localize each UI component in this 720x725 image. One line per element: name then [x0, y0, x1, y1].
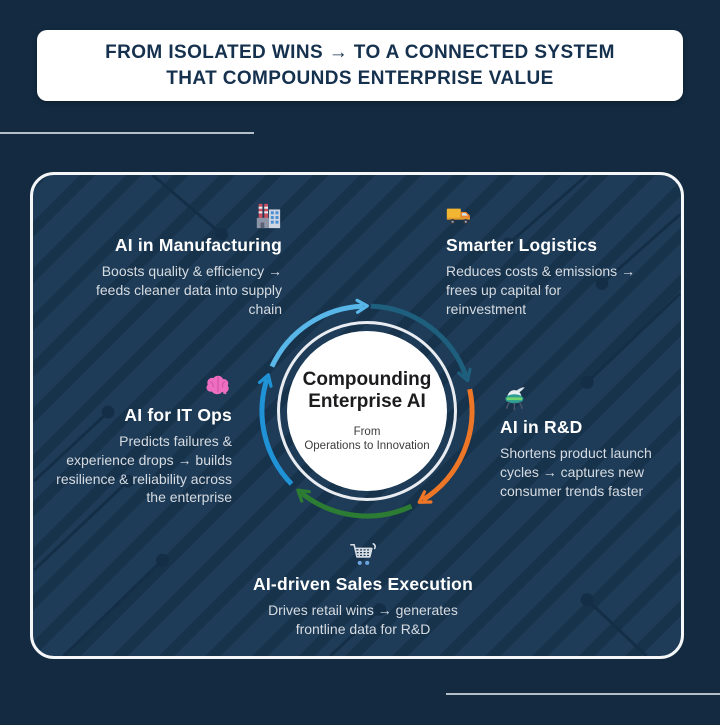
- arc-orange: [417, 388, 475, 504]
- hub-subtitle: From Operations to Innovation: [304, 426, 430, 452]
- top-left-divider-line: [0, 132, 254, 134]
- brain-icon: [206, 375, 229, 395]
- section-ai-for-it-ops: AI for IT Ops Predicts failures & experi…: [48, 372, 232, 507]
- section-ai-in-manufacturing: AI in Manufacturing Boosts quality & eff…: [58, 202, 282, 318]
- shopping-cart-icon: [350, 543, 376, 565]
- section-ai-in-rnd: AI in R&D Shortens product launch cycles…: [500, 384, 676, 500]
- section-title: AI for IT Ops: [124, 405, 232, 425]
- cycle-arrows: [257, 298, 475, 519]
- arc-blue: [257, 373, 294, 486]
- page-title: FROM ISOLATED WINS → TO A CONNECTED SYST…: [105, 41, 615, 89]
- hub-outer-ring: [277, 321, 457, 501]
- section-title: AI-driven Sales Execution: [253, 574, 473, 594]
- section-title: AI in R&D: [500, 417, 583, 437]
- arc-light-blue: [269, 298, 369, 368]
- section-description: Reduces costs & emissions → frees up cap…: [446, 263, 636, 317]
- arc-green: [296, 488, 413, 519]
- truck-icon: [446, 208, 470, 225]
- section-description: Boosts quality & efficiency → feeds clea…: [95, 263, 282, 317]
- hub-title: Compounding Enterprise AI: [302, 369, 432, 412]
- bottom-right-divider-line: [446, 693, 720, 695]
- section-title: AI in Manufacturing: [114, 235, 282, 255]
- section-ai-driven-sales-execution: AI-driven Sales Execution Drives retail …: [233, 541, 493, 639]
- section-description: Shortens product launch cycles → capture…: [500, 445, 652, 499]
- factory-icon: [256, 203, 281, 229]
- section-description: Predicts failures & experience drops → b…: [56, 433, 232, 506]
- section-description: Drives retail wins → generates frontline…: [268, 602, 458, 637]
- section-smarter-logistics: Smarter Logistics Reduces costs & emissi…: [446, 202, 662, 318]
- arc-dark-teal: [370, 303, 472, 383]
- header-banner: FROM ISOLATED WINS → TO A CONNECTED SYST…: [37, 30, 683, 101]
- hub-circle: Compounding Enterprise AI From Operation…: [287, 331, 447, 491]
- section-title: Smarter Logistics: [446, 235, 598, 255]
- flying-saucer-icon: [505, 387, 525, 411]
- circuit-pattern: [33, 175, 681, 656]
